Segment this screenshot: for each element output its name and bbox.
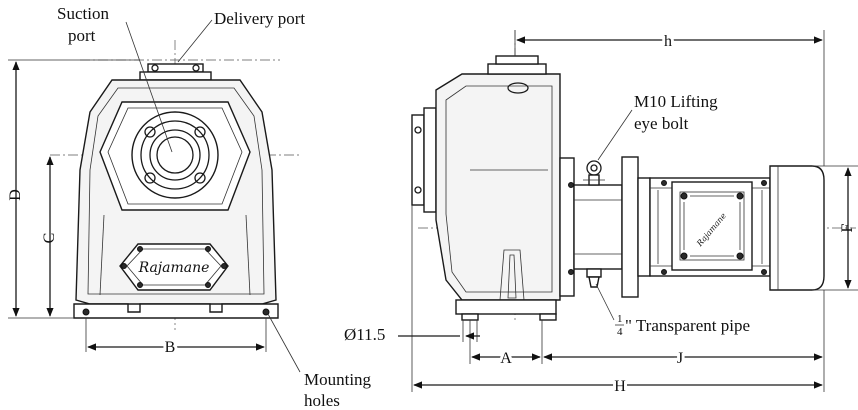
dim-label-A: A: [500, 350, 512, 367]
side-view: Rajamane h F: [344, 30, 858, 398]
mounting-holes-callout: Mounting holes: [267, 313, 372, 410]
transparent-pipe-callout: 1 4 " Transparent pipe: [595, 283, 750, 338]
dim-label-H: H: [614, 378, 626, 395]
lifting-eye-label-1: M10 Lifting: [634, 92, 718, 111]
lifting-eye-label-2: eye bolt: [634, 114, 689, 133]
dim-F: F: [812, 165, 858, 291]
front-view: Rajamane D C B Suctio: [7, 4, 372, 410]
delivery-port-label: Delivery port: [214, 9, 305, 28]
motor-flange: [621, 156, 651, 298]
transparent-pipe-frac-den: 4: [617, 326, 623, 338]
dim-label-C: C: [41, 233, 58, 244]
brand-logo-plate: Rajamane: [119, 243, 229, 291]
hole-diameter-label: Ø11.5: [344, 325, 385, 344]
suction-port-label-1: Suction: [57, 4, 109, 23]
dim-label-J: J: [677, 350, 683, 367]
transparent-pipe-fitting: [586, 268, 602, 288]
motor-terminal-box: Rajamane: [671, 181, 753, 271]
dim-A: A: [469, 320, 543, 370]
bearing-bracket: [559, 157, 623, 297]
dim-label-D: D: [7, 189, 24, 201]
dim-J: J: [543, 290, 825, 392]
dim-H: H: [411, 205, 823, 398]
dim-h: h: [514, 30, 825, 166]
side-suction-flange: [411, 107, 437, 213]
motor-fan-cover: [769, 165, 825, 291]
dim-label-B: B: [165, 339, 176, 356]
base-feet-side: [455, 299, 557, 321]
dim-C: C: [41, 156, 58, 317]
pump-casing-side: [435, 55, 561, 301]
hole-diameter-callout: Ø11.5: [344, 320, 480, 344]
base-feet-front: [73, 303, 279, 319]
mounting-holes-label-2: holes: [304, 391, 340, 410]
delivery-port-callout: Delivery port: [177, 9, 305, 63]
mounting-holes-label-1: Mounting: [304, 370, 372, 389]
brand-logo-text: Rajamane: [138, 260, 210, 276]
suction-port-label-2: port: [68, 26, 96, 45]
delivery-flange: [139, 63, 212, 81]
dim-B: B: [85, 318, 267, 359]
dim-D: D: [7, 59, 140, 319]
suction-port-callout: Suction port: [57, 4, 173, 153]
motor-body: Rajamane: [649, 177, 771, 277]
dim-label-h: h: [664, 33, 672, 50]
lifting-eye-callout: M10 Lifting eye bolt: [597, 92, 718, 161]
lifting-eye-bolt: [583, 160, 605, 186]
dim-label-F: F: [839, 223, 856, 232]
pump-casing-front: Rajamane: [75, 79, 277, 305]
transparent-pipe-label: " Transparent pipe: [625, 316, 750, 335]
transparent-pipe-frac-num: 1: [617, 313, 623, 325]
